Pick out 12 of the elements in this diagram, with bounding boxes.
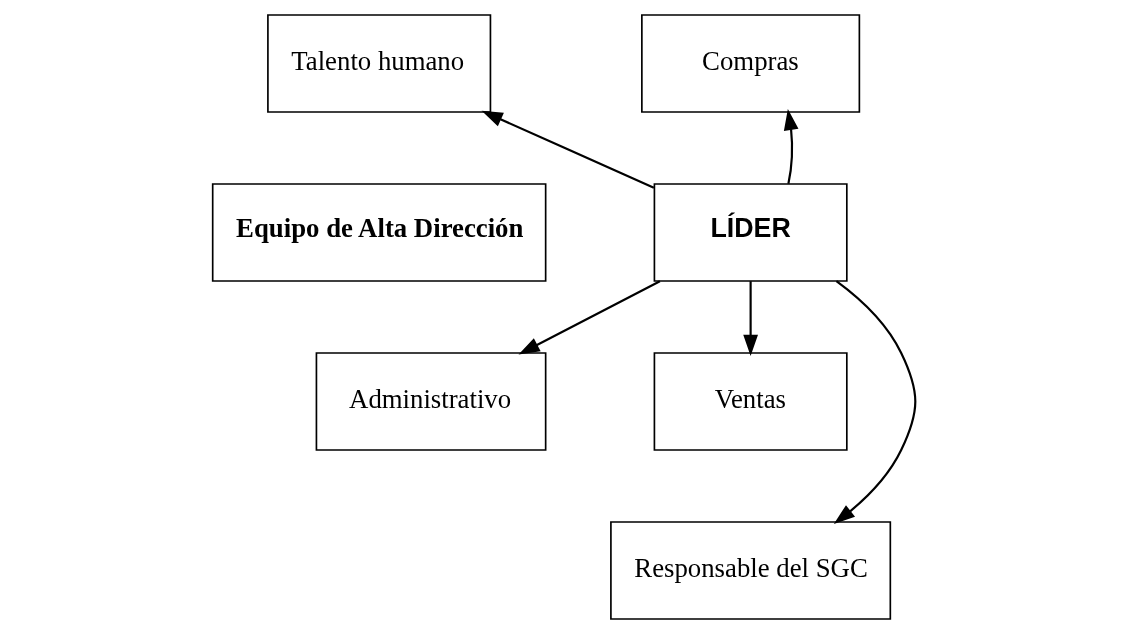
- node-box: Talento humano: [266, 14, 491, 113]
- arrow: [783, 108, 798, 184]
- arrow: [833, 280, 916, 524]
- node-box: Administrativo: [315, 352, 546, 451]
- node-box: Equipo de Alta Dirección: [211, 183, 546, 282]
- node-box: Compras: [640, 14, 860, 113]
- node-box: Ventas: [653, 352, 848, 451]
- arrow: [742, 281, 758, 356]
- node-box: Responsable del SGC: [609, 521, 891, 620]
- arrow: [481, 110, 654, 189]
- node-box: LÍDER: [653, 183, 848, 282]
- arrow: [518, 280, 660, 355]
